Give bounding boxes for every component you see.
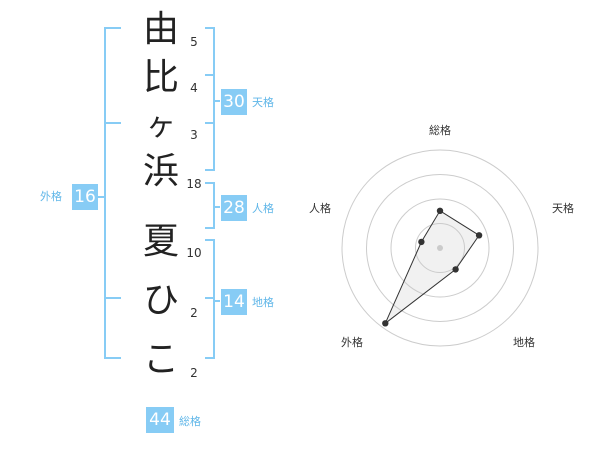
name-char-2: 比 [142, 57, 179, 98]
radar-point-chikaku [452, 266, 459, 273]
radar-point-jinkaku [418, 238, 425, 246]
chikaku-label: 地格 [252, 296, 274, 309]
tenkaku-value: 30 [221, 89, 247, 115]
radar-ring [415, 223, 465, 273]
radar-ring [366, 174, 514, 322]
radar-point-soukaku [436, 207, 444, 214]
name-char-7: こ [142, 339, 179, 380]
radar-label-jinkaku: 人格 [309, 202, 331, 215]
gaikaku-label: 外格 [40, 190, 62, 203]
radar-label-chikaku: 地格 [513, 336, 535, 349]
stroke-count-7: 2 [190, 366, 198, 380]
name-char-4: 浜 [142, 151, 179, 192]
radar-center [437, 245, 443, 251]
radar-point-tenkaku [475, 232, 483, 239]
gaikaku-value: 16 [72, 184, 98, 210]
radar-polygon [384, 210, 480, 324]
soukaku-label: 総格 [179, 415, 201, 428]
name-char-6: ひ [142, 280, 179, 321]
name-char-5: 夏 [142, 221, 179, 262]
jinkaku-value: 28 [221, 195, 247, 221]
radar-label-soukaku: 総格 [429, 124, 451, 137]
jinkaku-label: 人格 [252, 202, 274, 215]
radar-label-tenkaku: 天格 [552, 202, 574, 215]
radar-point-gaikaku [382, 320, 389, 327]
stroke-count-2: 4 [190, 81, 198, 95]
soukaku-value: 44 [146, 407, 174, 433]
chikaku-value: 14 [221, 289, 247, 315]
radar-ring [341, 149, 539, 347]
name-char-1: 由 [142, 9, 179, 50]
stroke-count-5: 10 [186, 246, 202, 260]
stroke-count-6: 2 [190, 306, 198, 320]
stroke-count-1: 5 [190, 35, 198, 49]
stroke-count-4: 18 [186, 177, 202, 191]
radar-label-gaikaku: 外格 [341, 336, 363, 349]
radar-ring [390, 198, 490, 298]
stroke-count-3: 3 [190, 128, 198, 142]
tenkaku-label: 天格 [252, 96, 274, 109]
name-char-3: ヶ [146, 108, 176, 143]
